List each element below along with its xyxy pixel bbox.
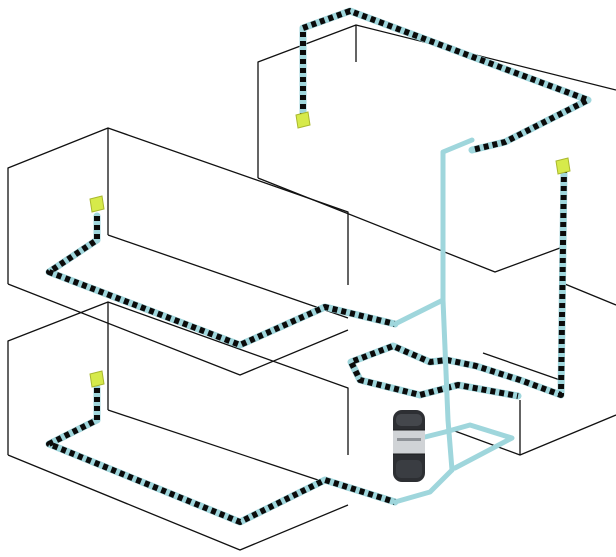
duct-run-top-right — [299, 7, 592, 154]
room-middle-left — [7, 127, 349, 376]
room-top-right — [257, 24, 616, 273]
room-right — [451, 281, 616, 456]
duct-pipes — [45, 7, 592, 526]
duct-branch-middle — [392, 297, 446, 327]
duct-run-right-wall — [347, 164, 568, 400]
vent-bottom-left-room-icon — [89, 370, 105, 388]
duct-run-bottom-left — [45, 384, 399, 526]
vent-right-wall-icon — [555, 157, 571, 175]
central-vacuum-unit-icon — [393, 410, 425, 482]
duct-to-unit — [422, 422, 515, 471]
duct-branch-bottom — [392, 467, 455, 505]
duct-riser — [440, 137, 475, 303]
vent-middle-left-room-icon — [89, 195, 105, 213]
duct-riser-lower — [440, 297, 455, 473]
room-bottom-left — [7, 301, 349, 551]
duct-run-middle-left — [45, 212, 399, 349]
vent-top-right-room-icon — [295, 111, 311, 129]
vents — [89, 111, 571, 388]
